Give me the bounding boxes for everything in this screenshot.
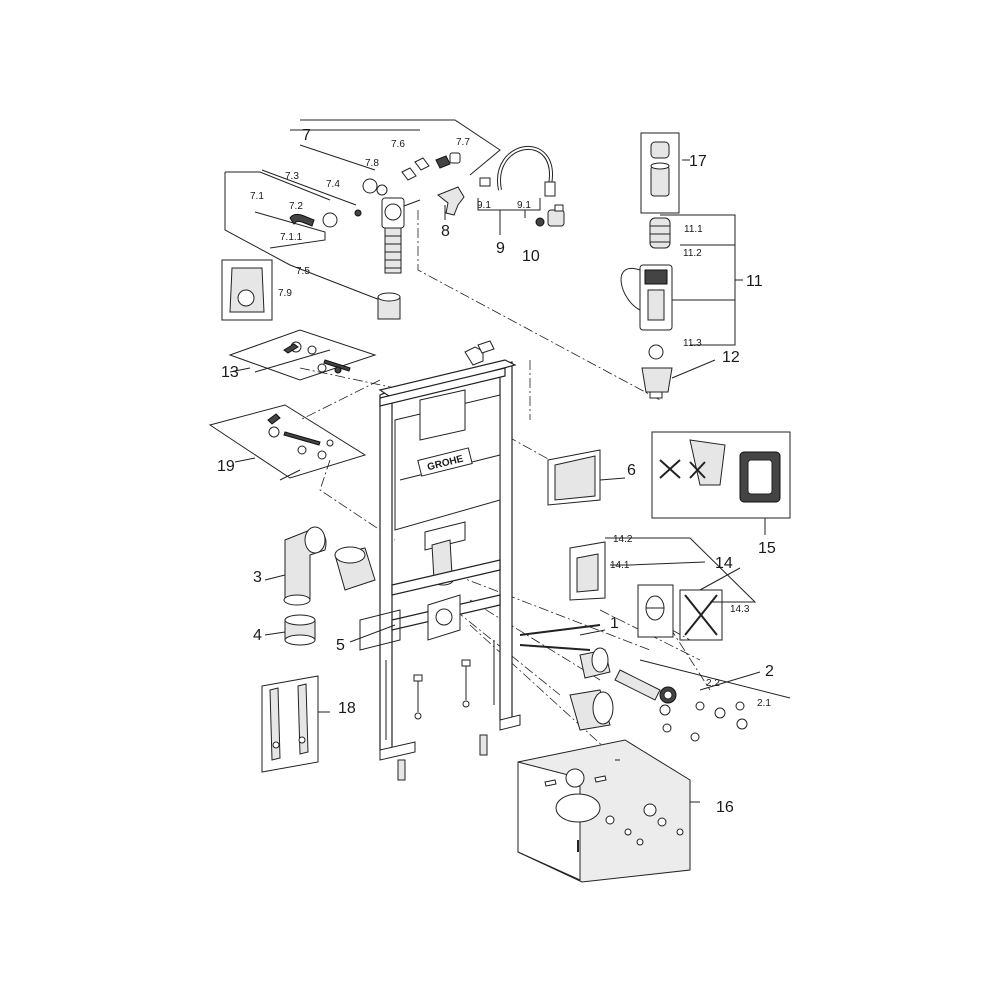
leader-lines [264,205,761,803]
accessory-box-15 [651,431,791,535]
callout-2: 2 [765,663,774,680]
callout-7-3: 7.3 [285,171,299,182]
fill-valve-body [381,197,421,274]
installation-frame: GROHE [378,340,521,781]
callout-11-2: 11.2 [683,248,702,259]
callout-7-9: 7.9 [278,288,292,299]
o-ring-icon [362,178,378,194]
callout-12: 12 [722,349,740,366]
washer-icon [322,212,338,228]
callout-7-2: 7.2 [289,201,303,212]
callout-15: 15 [758,540,776,557]
connection-set-group [519,624,791,742]
callout-7-4: 7.4 [326,179,340,190]
sound-insulation-group [517,739,691,883]
callout-7-5: 7.5 [296,266,310,277]
callout-7-6: 7.6 [391,139,405,150]
filter-sleeve-icon [377,292,401,320]
actuator-box-group [547,449,626,506]
flush-plate-group [569,537,757,641]
callout-14-1: 14.1 [610,560,630,571]
callout-7-1-1: 7.1.1 [280,232,303,243]
callout-11: 11 [746,273,763,290]
callout-16: 16 [716,799,734,816]
callout-1: 1 [610,615,619,632]
callout-6: 6 [627,462,636,479]
flush-bend-group [283,526,401,651]
callout-13: 13 [221,364,239,381]
flush-valve-body [620,264,673,331]
callout-7-8: 7.8 [365,158,379,169]
callout-17: 17 [689,153,707,170]
fill-valve-group [221,119,565,321]
callout-11-1: 11.1 [684,224,703,235]
valve-seat-icon [641,367,673,393]
callout-18: 18 [338,700,356,717]
callout-2-2: 2.2 [706,678,720,689]
flush-valve-group [620,132,743,399]
callout-7-1: 7.1 [250,191,264,202]
callout-9-1b: 9.1 [517,200,531,211]
wall-bracket-group-19 [208,404,367,479]
callout-10: 10 [522,248,540,265]
callout-4: 4 [253,627,262,644]
float-icon [649,217,671,249]
callout-3: 3 [253,569,262,586]
callout-2-1: 2.1 [757,698,771,709]
callout-8: 8 [441,223,450,240]
callout-14-3: 14.3 [730,604,750,615]
callout-19: 19 [217,458,235,475]
callout-7: 7 [302,127,311,144]
callout-11-3: 11.3 [683,338,702,349]
waste-pipe-icon [614,669,661,701]
callout-14-2: 14.2 [613,534,633,545]
callout-9: 9 [496,240,505,257]
bracket-set-18 [261,675,319,773]
angle-valve-icon [535,204,565,227]
callout-9-1a: 9.1 [477,200,491,211]
elbow-connector-icon [437,186,465,216]
callout-7-7: 7.7 [456,137,470,148]
callout-labels: 7 7.6 7.7 7.8 7.3 7.4 7.1 7.2 7.1.1 7.5 … [217,127,776,816]
wall-bracket-group-13 [228,329,377,381]
screw-icon [354,209,362,217]
callout-14: 14 [715,555,733,572]
lever-clip-icon [289,213,315,227]
callout-5: 5 [336,637,345,654]
